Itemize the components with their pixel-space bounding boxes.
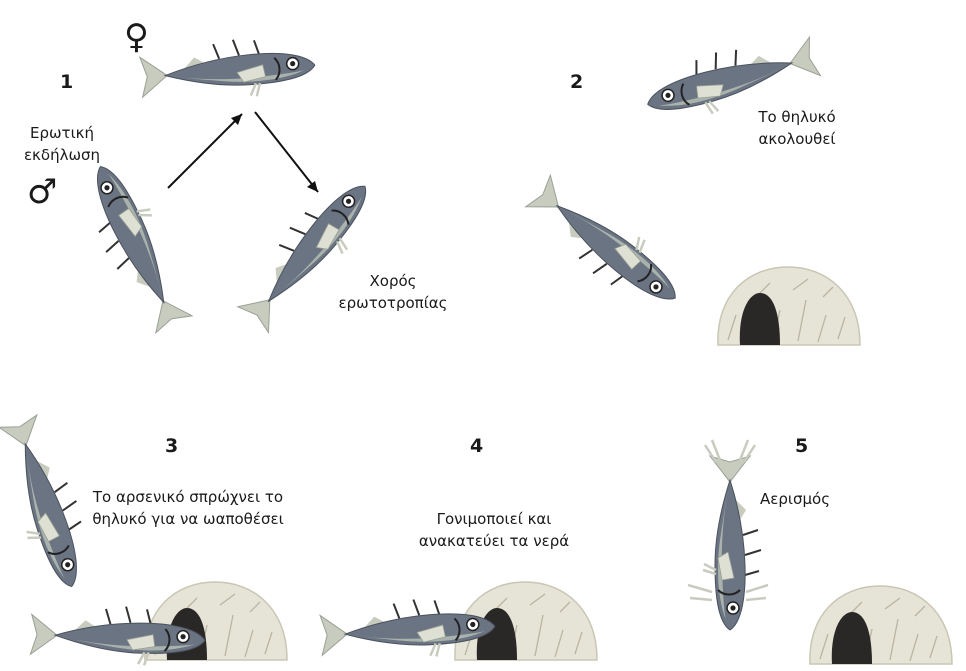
stage-3-number: 3 bbox=[165, 437, 178, 456]
stage-4-number: 4 bbox=[470, 437, 483, 456]
caption-female-follows: Το θηλυκό ακολουθεί bbox=[746, 106, 848, 150]
stage2-nest bbox=[718, 267, 860, 345]
stage-5-number: 5 bbox=[795, 437, 808, 456]
arrow-down-head bbox=[307, 181, 318, 192]
stage5-nest bbox=[810, 586, 952, 664]
male-symbol: ♂ bbox=[27, 175, 57, 209]
stage-2-number: 2 bbox=[570, 73, 583, 92]
caption-courtship-display: Ερωτική εκδήλωση bbox=[12, 122, 112, 166]
female-symbol: ♀ bbox=[124, 20, 149, 54]
stage1-female-fish bbox=[139, 34, 317, 104]
fanning-lines-top bbox=[705, 440, 755, 462]
caption-courtship-dance: Χορός ερωτοτροπίας bbox=[338, 270, 448, 314]
stage5-male-fish bbox=[703, 456, 761, 630]
caption-male-pushes-female: Το αρσενικό σπρώχνει το θηλυκό για να ωα… bbox=[78, 486, 298, 530]
arrow-up bbox=[168, 114, 242, 188]
caption-fertilizes: Γονιμοποιεί και ανακατεύει τα νερά bbox=[404, 508, 584, 552]
arrow-down bbox=[255, 112, 318, 192]
stage-1-number: 1 bbox=[60, 73, 73, 92]
stage2-male-fish bbox=[519, 170, 692, 323]
stage1-male-fish bbox=[72, 155, 198, 337]
caption-aeration: Αερισμός bbox=[752, 488, 838, 510]
